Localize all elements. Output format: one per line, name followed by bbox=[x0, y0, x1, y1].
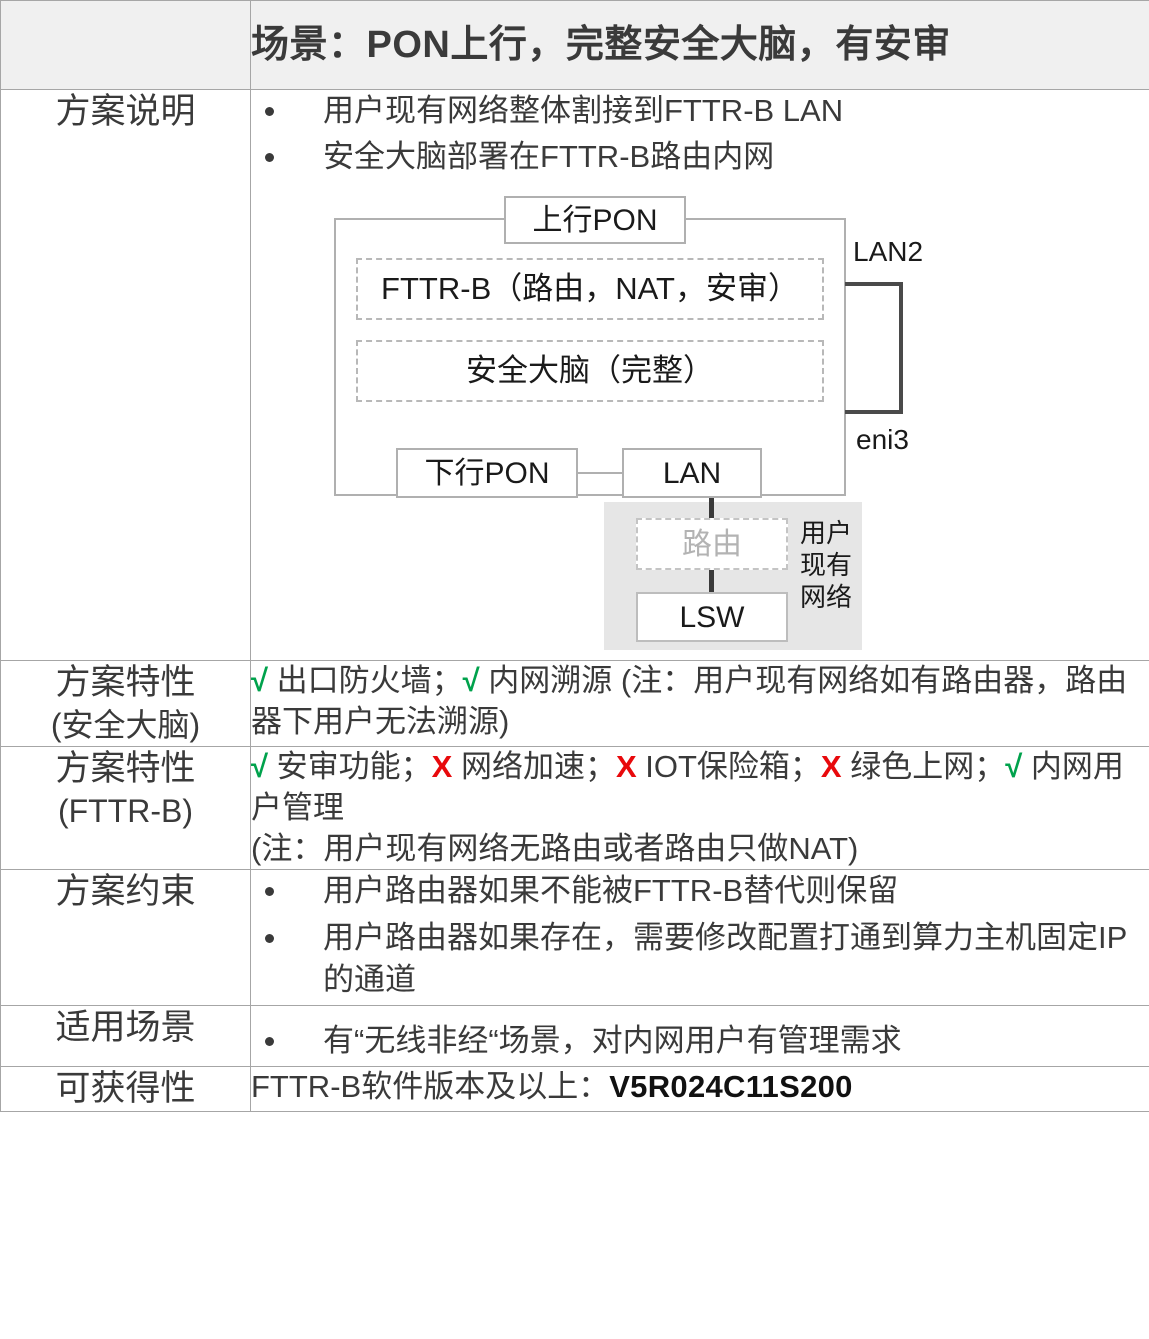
table-row-availability: 可获得性 FTTR-B软件版本及以上：V5R024C11S200 bbox=[0, 1066, 1149, 1113]
constraints-bullet-list: 用户路由器如果不能被FTTR-B替代则保留 用户路由器如果存在，需要修改配置打通… bbox=[251, 870, 1149, 1000]
network-topology-diagram: 上行PON FTTR-B（路由，NAT，安审） 安全大脑（完整） 下行PON L… bbox=[326, 194, 966, 654]
list-item: 有“无线非经“场景，对内网用户有管理需求 bbox=[251, 1020, 1149, 1062]
feature-text: 出口防火墙； bbox=[268, 663, 463, 699]
list-item: 用户路由器如果不能被FTTR-B替代则保留 bbox=[251, 870, 1149, 912]
link-downpon-lan bbox=[578, 472, 622, 475]
cross-icon: X bbox=[431, 748, 453, 784]
feature-text: 网络加速； bbox=[452, 748, 616, 784]
node-user-router: 路由 bbox=[636, 518, 788, 571]
table-row-description: 方案说明 用户现有网络整体割接到FTTR-B LAN 安全大脑部署在FTTR-B… bbox=[0, 88, 1149, 662]
link-route-lsw bbox=[709, 568, 714, 595]
list-item: 安全大脑部署在FTTR-B路由内网 bbox=[251, 136, 1149, 178]
check-icon: √ bbox=[251, 748, 269, 784]
node-lan: LAN bbox=[622, 448, 762, 499]
node-downstream-pon: 下行PON bbox=[396, 448, 578, 499]
feature-text: 绿色上网； bbox=[841, 748, 1006, 784]
row-body-feature-fttrb: √ 安审功能；X 网络加速；X IOT保险箱；X 绿色上网；√ 内网用户管理 (… bbox=[250, 745, 1149, 871]
row-body-scenarios: 有“无线非经“场景，对内网用户有管理需求 bbox=[250, 1004, 1149, 1068]
label-line: 网络 bbox=[800, 581, 853, 612]
row-label-main: 方案特性 bbox=[55, 663, 196, 703]
label-eni3: eni3 bbox=[856, 424, 909, 456]
label-line: 现有 bbox=[800, 550, 853, 581]
cross-icon: X bbox=[615, 748, 637, 784]
row-label-availability: 可获得性 bbox=[0, 1066, 251, 1113]
link-lan-route bbox=[709, 498, 714, 521]
check-icon: √ bbox=[251, 663, 269, 699]
row-label-main: 方案特性 bbox=[55, 748, 196, 788]
row-label-constraints: 方案约束 bbox=[0, 869, 251, 1006]
feature-text: IOT保险箱； bbox=[636, 748, 821, 784]
module-security-brain: 安全大脑（完整） bbox=[356, 340, 824, 403]
check-icon: √ bbox=[1005, 748, 1023, 784]
scenario-spec-table: 场景：PON上行，完整安全大脑，有安审 方案说明 用户现有网络整体割接到FTTR… bbox=[0, 0, 1149, 1113]
version-value: V5R024C11S200 bbox=[609, 1069, 853, 1105]
feature-text: 安审功能； bbox=[268, 748, 432, 784]
header-blank-cell bbox=[0, 0, 251, 90]
label-line: 用户 bbox=[800, 518, 853, 549]
row-body-feature-brain: √ 出口防火墙；√ 内网溯源 (注：用户现有网络如有路由器，路由器下用户无法溯源… bbox=[250, 660, 1149, 747]
row-label-description: 方案说明 bbox=[0, 88, 251, 662]
list-item: 用户路由器如果存在，需要修改配置打通到算力主机固定IP的通道 bbox=[251, 917, 1149, 1001]
row-body-availability: FTTR-B软件版本及以上：V5R024C11S200 bbox=[250, 1066, 1149, 1113]
table-row-constraints: 方案约束 用户路由器如果不能被FTTR-B替代则保留 用户路由器如果存在，需要修… bbox=[0, 869, 1149, 1006]
availability-prefix: FTTR-B软件版本及以上： bbox=[251, 1069, 610, 1105]
row-body-description: 用户现有网络整体割接到FTTR-B LAN 安全大脑部署在FTTR-B路由内网 … bbox=[250, 88, 1149, 662]
table-row-feature-brain: 方案特性 (安全大脑) √ 出口防火墙；√ 内网溯源 (注：用户现有网络如有路由… bbox=[0, 660, 1149, 747]
table-row-scenarios: 适用场景 有“无线非经“场景，对内网用户有管理需求 bbox=[0, 1004, 1149, 1068]
list-item: 用户现有网络整体割接到FTTR-B LAN bbox=[251, 90, 1149, 132]
row-label-feature-brain: 方案特性 (安全大脑) bbox=[0, 660, 251, 747]
node-upstream-pon: 上行PON bbox=[504, 196, 686, 245]
row-label-scenarios: 适用场景 bbox=[0, 1004, 251, 1068]
label-user-existing-network: 用户 现有 网络 bbox=[800, 518, 862, 613]
lan2-eni3-bracket bbox=[845, 282, 903, 415]
row-label-feature-fttrb: 方案特性 (FTTR-B) bbox=[0, 745, 251, 871]
description-bullet-list: 用户现有网络整体割接到FTTR-B LAN 安全大脑部署在FTTR-B路由内网 bbox=[251, 90, 1149, 178]
row-body-constraints: 用户路由器如果不能被FTTR-B替代则保留 用户路由器如果存在，需要修改配置打通… bbox=[250, 869, 1149, 1006]
node-lsw: LSW bbox=[636, 592, 788, 643]
row-label-sub: (安全大脑) bbox=[50, 707, 201, 744]
check-icon: √ bbox=[462, 663, 480, 699]
feature-text: 内网用户管理 bbox=[251, 748, 1124, 825]
table-row-feature-fttrb: 方案特性 (FTTR-B) √ 安审功能；X 网络加速；X IOT保险箱；X 绿… bbox=[0, 745, 1149, 871]
cross-icon: X bbox=[820, 748, 842, 784]
row-label-sub: (FTTR-B) bbox=[57, 792, 194, 829]
feature-text: 内网溯源 (注：用户现有网络如有路由器，路由器下用户无法溯源) bbox=[251, 663, 1128, 740]
header-title-cell: 场景：PON上行，完整安全大脑，有安审 bbox=[250, 0, 1149, 90]
module-fttrb-router: FTTR-B（路由，NAT，安审） bbox=[356, 258, 824, 321]
table-header-row: 场景：PON上行，完整安全大脑，有安审 bbox=[0, 0, 1149, 90]
label-lan2: LAN2 bbox=[853, 236, 924, 268]
feature-note: (注：用户现有网络无路由或者路由只做NAT) bbox=[251, 830, 859, 866]
scenarios-bullet-list: 有“无线非经“场景，对内网用户有管理需求 bbox=[251, 1020, 1149, 1062]
